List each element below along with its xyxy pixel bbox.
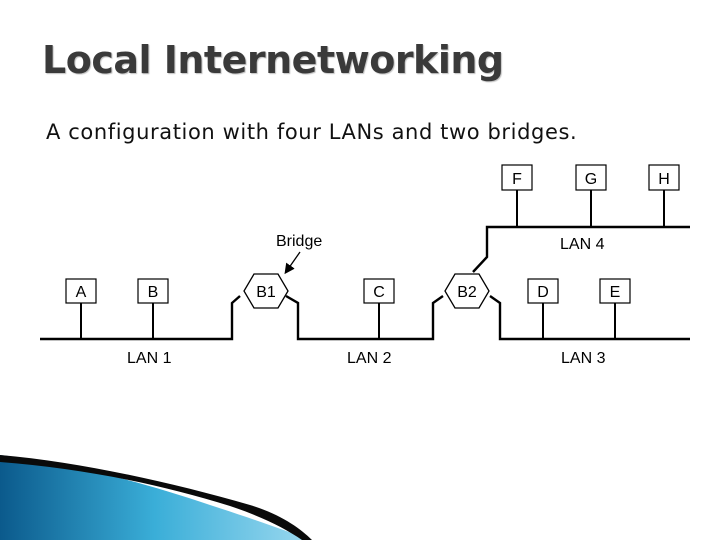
slide-title: Local Internetworking bbox=[42, 38, 504, 82]
host-g-label: G bbox=[585, 171, 597, 188]
lan-1-label: LAN 1 bbox=[127, 350, 172, 367]
bridge-b2-label: B2 bbox=[457, 284, 477, 301]
host-h-label: H bbox=[658, 171, 670, 188]
host-d-label: D bbox=[537, 284, 549, 301]
host-c-label: C bbox=[373, 284, 385, 301]
lan-3-label: LAN 3 bbox=[561, 350, 606, 367]
host-g: G bbox=[575, 164, 607, 191]
lan-1-bus bbox=[40, 295, 241, 341]
bridge-callout-arrow bbox=[284, 251, 301, 275]
host-a: A bbox=[65, 278, 97, 304]
lan-3-bus bbox=[489, 295, 690, 341]
bridge-b1: B1 bbox=[243, 273, 289, 309]
bridge-callout-label: Bridge bbox=[276, 233, 322, 250]
host-c: C bbox=[363, 278, 395, 304]
host-b: B bbox=[137, 278, 169, 304]
host-b-label: B bbox=[148, 284, 159, 301]
host-h: H bbox=[648, 164, 680, 191]
host-f: F bbox=[501, 164, 533, 191]
bridge-b2: B2 bbox=[444, 273, 490, 309]
host-e-label: E bbox=[610, 284, 621, 301]
lan-2-label: LAN 2 bbox=[347, 350, 392, 367]
host-d: D bbox=[527, 278, 559, 304]
host-a-label: A bbox=[76, 284, 87, 301]
lan-4-bus bbox=[472, 225, 690, 273]
lan-4-label: LAN 4 bbox=[560, 236, 605, 253]
host-f-label: F bbox=[512, 171, 522, 188]
lan-2-bus bbox=[285, 294, 444, 341]
bridge-b1-label: B1 bbox=[256, 284, 276, 301]
host-e: E bbox=[599, 278, 631, 304]
decorative-swoosh bbox=[0, 455, 312, 540]
slide-subtitle: A configuration with four LANs and two b… bbox=[46, 120, 578, 144]
